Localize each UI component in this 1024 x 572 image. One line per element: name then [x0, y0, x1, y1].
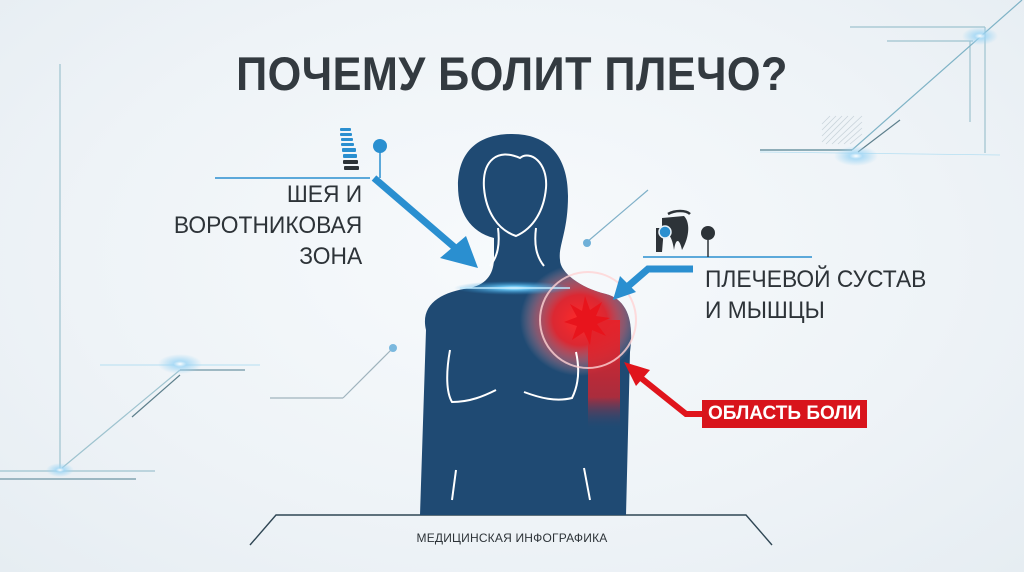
neck-arrow-icon	[371, 175, 478, 268]
neck-label-line-3: ЗОНА	[299, 243, 362, 270]
neck-label-line-1: ШЕЯ И	[286, 181, 362, 208]
neck-label-line-2: ВОРОТНИКОВАЯ	[173, 212, 362, 239]
shoulder-label-line-1: ПЛЕЧЕВОЙ СУСТАВ	[705, 266, 927, 293]
shoulder-label-line-2: И МЫШЦЫ	[705, 297, 825, 324]
neck-label: ШЕЯ И ВОРОТНИКОВАЯ ЗОНА	[174, 179, 362, 272]
pain-area-badge: ОБЛАСТЬ БОЛИ	[702, 400, 868, 428]
shoulder-arrow-icon	[613, 265, 693, 300]
footer-caption: МЕДИЦИНСКАЯ ИНФОГРАФИКА	[416, 531, 608, 545]
page-title: ПОЧЕМУ БОЛИТ ПЛЕЧО?	[236, 47, 788, 100]
shoulder-label: ПЛЕЧЕВОЙ СУСТАВ И МЫШЦЫ	[705, 264, 926, 326]
pain-arrow-icon	[624, 362, 702, 417]
